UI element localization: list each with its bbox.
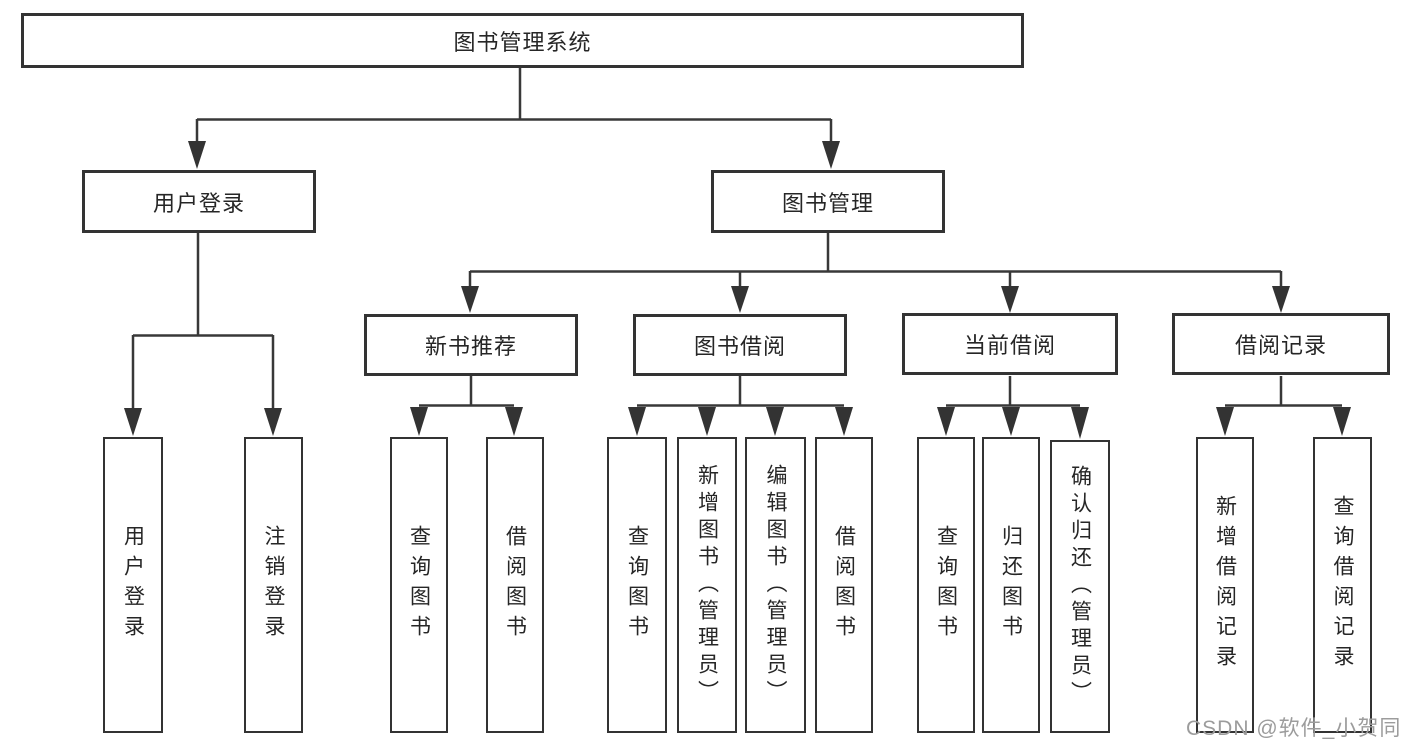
node-label: 用户登录	[152, 190, 245, 216]
arrowhead	[1272, 286, 1290, 313]
arrowhead	[937, 407, 955, 436]
leaf-query-borrow-record: 查询借阅记录	[1313, 437, 1372, 733]
arrowhead	[264, 408, 282, 436]
arrowhead	[766, 407, 784, 436]
arrowhead	[1333, 407, 1351, 436]
leaf-label: 查询图书	[407, 525, 431, 645]
connector-borrowrecord-to-leaves	[1225, 376, 1342, 407]
arrowhead	[822, 141, 840, 169]
leaf-return-books: 归还图书	[982, 437, 1040, 733]
leaf-label: 新增借阅记录	[1213, 495, 1237, 675]
arrowhead	[731, 286, 749, 313]
node-label: 图书管理	[781, 190, 874, 216]
leaf-edit-books-admin: 编辑图书（管理员）	[745, 437, 806, 733]
connector-bookmgmt-to-level3	[468, 233, 1283, 289]
node-current-borrow: 当前借阅	[902, 313, 1118, 375]
arrowhead	[124, 408, 142, 436]
leaf-label: 查询借阅记录	[1331, 495, 1354, 675]
arrowhead	[1071, 407, 1089, 439]
leaf-logout: 注销登录	[244, 437, 303, 733]
connector-bookborrow-to-leaves	[637, 376, 844, 407]
arrowhead	[1216, 407, 1234, 436]
leaf-label: 新增图书（管理员）	[695, 463, 719, 707]
arrowhead	[505, 407, 523, 436]
node-label: 图书借阅	[693, 334, 786, 359]
node-label: 新书推荐	[424, 334, 517, 359]
arrowhead	[1002, 407, 1020, 436]
leaf-borrow-books-2: 借阅图书	[815, 437, 873, 733]
node-borrow-records: 借阅记录	[1172, 313, 1390, 375]
connector-currentborrow-to-leaves	[946, 376, 1080, 407]
connector-newbook-to-leaves	[419, 376, 514, 407]
arrowhead	[698, 407, 716, 436]
leaf-label: 借阅图书	[503, 525, 527, 645]
arrowhead	[835, 407, 853, 436]
arrowhead	[461, 286, 479, 313]
node-book-management: 图书管理	[711, 170, 945, 233]
node-label: 图书管理系统	[453, 29, 592, 55]
leaf-borrow-books-1: 借阅图书	[486, 437, 544, 733]
leaf-label: 借阅图书	[832, 525, 856, 645]
leaf-add-books-admin: 新增图书（管理员）	[677, 437, 737, 733]
arrowhead	[1001, 286, 1019, 313]
leaf-add-borrow-record: 新增借阅记录	[1196, 437, 1254, 733]
arrowhead	[628, 407, 646, 436]
leaf-label: 归还图书	[999, 525, 1023, 645]
leaf-label: 查询图书	[625, 525, 649, 645]
connector-root-to-level2	[195, 68, 833, 144]
leaf-label: 用户登录	[121, 525, 145, 645]
node-user-login: 用户登录	[82, 170, 316, 233]
leaf-label: 编辑图书（管理员）	[764, 463, 787, 707]
arrowhead	[188, 141, 206, 169]
node-label: 借阅记录	[1234, 333, 1327, 358]
leaf-query-books-3: 查询图书	[917, 437, 975, 733]
node-book-borrow: 图书借阅	[633, 314, 847, 376]
leaf-label: 确认归还（管理员）	[1068, 465, 1092, 708]
arrowhead	[410, 407, 428, 436]
leaf-query-books-1: 查询图书	[390, 437, 448, 733]
leaf-confirm-return-admin: 确认归还（管理员）	[1050, 440, 1110, 733]
node-library-management-system: 图书管理系统	[21, 13, 1024, 68]
leaf-label: 注销登录	[262, 525, 285, 645]
leaf-user-login: 用户登录	[103, 437, 163, 733]
leaf-query-books-2: 查询图书	[607, 437, 667, 733]
node-new-book-recommend: 新书推荐	[364, 314, 578, 376]
node-label: 当前借阅	[963, 333, 1056, 358]
leaf-label: 查询图书	[934, 525, 958, 645]
connector-userlogin-to-leaves	[131, 233, 275, 412]
